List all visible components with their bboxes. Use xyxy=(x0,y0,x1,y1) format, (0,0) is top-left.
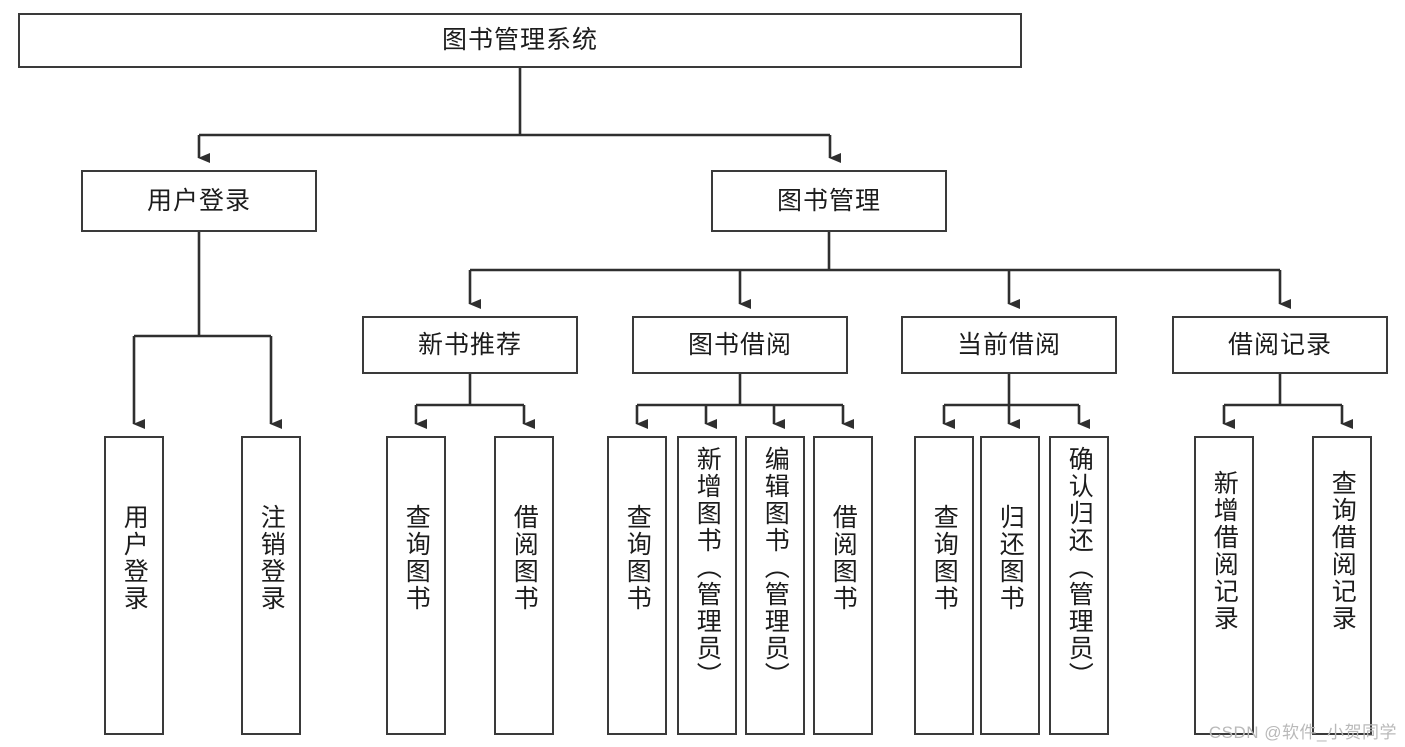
node-label: 借阅记录 xyxy=(1227,330,1332,359)
leaf-query-book-borrow[interactable]: 查询图书 xyxy=(607,436,667,735)
node-label: 注销登录 xyxy=(257,504,286,612)
node-label: 查询借阅记录 xyxy=(1328,470,1357,632)
node-label: 用户登录 xyxy=(146,186,251,215)
leaf-add-book-admin[interactable]: 新增图书（管理员） xyxy=(677,436,737,735)
leaf-user-login[interactable]: 用户登录 xyxy=(104,436,164,735)
leaf-logout[interactable]: 注销登录 xyxy=(241,436,301,735)
leaf-query-book-recommend[interactable]: 查询图书 xyxy=(386,436,446,735)
node-book-borrowing[interactable]: 图书借阅 xyxy=(632,316,848,374)
node-root-book-management-system[interactable]: 图书管理系统 xyxy=(18,13,1022,68)
leaf-add-borrow-record[interactable]: 新增借阅记录 xyxy=(1194,436,1254,735)
node-book-management[interactable]: 图书管理 xyxy=(711,170,947,232)
leaf-edit-book-admin[interactable]: 编辑图书（管理员） xyxy=(745,436,805,735)
node-label: 当前借阅 xyxy=(956,330,1061,359)
leaf-borrow-book[interactable]: 借阅图书 xyxy=(813,436,873,735)
node-label: 确认归还（管理员） xyxy=(1065,446,1094,689)
node-current-borrowing[interactable]: 当前借阅 xyxy=(901,316,1117,374)
node-label: 借阅图书 xyxy=(510,504,539,612)
node-label: 查询图书 xyxy=(930,504,959,612)
leaf-confirm-return-admin[interactable]: 确认归还（管理员） xyxy=(1049,436,1109,735)
leaf-borrow-book-recommend[interactable]: 借阅图书 xyxy=(494,436,554,735)
node-label: 图书管理系统 xyxy=(441,26,598,55)
node-label: 图书管理 xyxy=(776,186,881,215)
node-borrowing-records[interactable]: 借阅记录 xyxy=(1172,316,1388,374)
node-label: 新增图书（管理员） xyxy=(693,446,722,689)
node-label: 编辑图书（管理员） xyxy=(761,446,790,689)
leaf-query-book-current[interactable]: 查询图书 xyxy=(914,436,974,735)
node-label: 新增借阅记录 xyxy=(1210,470,1239,632)
node-label: 查询图书 xyxy=(402,504,431,612)
leaf-query-borrow-record[interactable]: 查询借阅记录 xyxy=(1312,436,1372,735)
node-label: 归还图书 xyxy=(996,504,1025,612)
node-label: 查询图书 xyxy=(623,504,652,612)
node-user-login[interactable]: 用户登录 xyxy=(81,170,317,232)
leaf-return-book[interactable]: 归还图书 xyxy=(980,436,1040,735)
node-label: 用户登录 xyxy=(120,504,149,612)
node-label: 新书推荐 xyxy=(417,330,522,359)
node-label: 借阅图书 xyxy=(829,504,858,612)
node-label: 图书借阅 xyxy=(687,330,792,359)
node-new-book-recommendation[interactable]: 新书推荐 xyxy=(362,316,578,374)
